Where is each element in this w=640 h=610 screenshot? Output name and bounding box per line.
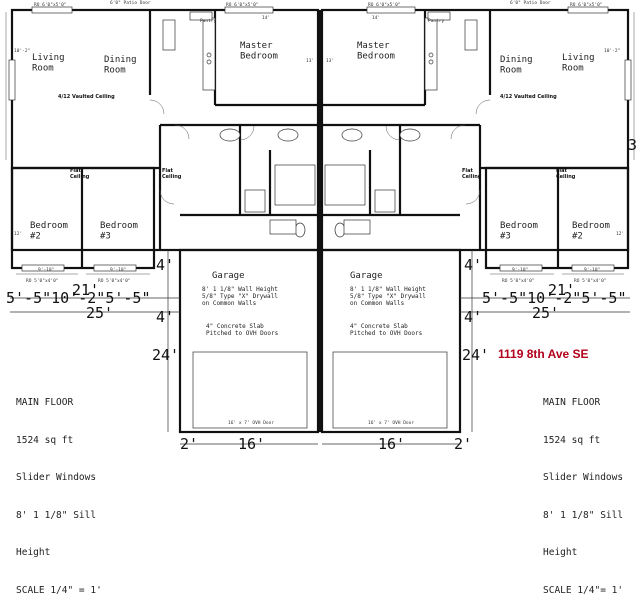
overall-width-left: 25': [86, 304, 113, 322]
door-swings: [149, 99, 491, 205]
bedroom-run-left: 5'-5"10'-2"5'-5": [6, 289, 151, 307]
garage-depth-right: 24': [462, 346, 489, 364]
title-block-left: MAIN FLOOR 1524 sq ft Slider Windows 8' …: [16, 372, 102, 610]
bed-width-2: 9'-10": [110, 267, 126, 273]
height-label-right: Height: [543, 547, 578, 558]
offset-4-right-top: 4': [464, 256, 482, 274]
patio-door-right: 6'0" Patio Door: [510, 0, 551, 6]
bedroom-3-label-right: Bedroom#3: [500, 221, 538, 241]
garage-doors: [192, 351, 448, 429]
garage-width-left: 16': [238, 435, 265, 450]
title-block-right: MAIN FLOOR 1524 sq ft Slider Windows 8' …: [543, 372, 623, 610]
window-type-right: Slider Windows: [543, 472, 624, 483]
dimension-lines: [5, 12, 635, 445]
floor-title-left: MAIN FLOOR: [16, 397, 74, 408]
sill-height-left: 8' 1 1/8" Sill: [16, 509, 97, 521]
offset-2-right: 2': [454, 435, 472, 450]
garage-depth-left: 24': [152, 346, 179, 364]
master-width-left: 14': [262, 15, 270, 21]
bath-fixtures-left: [219, 128, 316, 238]
living-depth-right: 10'-2": [604, 48, 620, 54]
offset-4-right-mid: 4': [464, 308, 482, 326]
window-callout-master-left: RO 6'0"x5'0": [226, 2, 259, 8]
pantry-label-left: Pantry: [200, 18, 217, 24]
sill-height-right: 8' 1 1/8" Sill: [543, 509, 624, 521]
bedroom-2-label-left: Bedroom#2: [30, 221, 68, 241]
bed-width-3: 9'-10": [512, 267, 528, 273]
bed-width-1: 9'-10": [38, 267, 54, 273]
ovh-door-label-left: 16' x 7' OVH Door: [228, 420, 274, 426]
ovh-door-label-right: 16' x 7' OVH Door: [368, 420, 414, 426]
master-width-right: 14': [372, 15, 380, 21]
bedroom-run-right: 5'-5"10'-2"5'-5": [482, 289, 627, 307]
living-depth-left: 10'-2": [14, 48, 30, 54]
width-3-right-edge: 3': [628, 136, 640, 154]
window-type-left: Slider Windows: [16, 472, 97, 483]
offset-4-left-top: 4': [156, 256, 174, 274]
bed-depth-left: 12': [14, 231, 22, 237]
master-depth-right: 13': [326, 58, 334, 64]
floor-area-left: 1524 sq ft: [16, 434, 74, 446]
bath-fixtures-right: [324, 128, 421, 238]
window-callout-living-right: RO 6'0"x5'0": [570, 2, 603, 8]
inner-width-left: 21': [72, 281, 99, 299]
floor-area-right: 1524 sq ft: [543, 434, 601, 446]
bed-depth-right: 12': [616, 231, 624, 237]
master-depth-left: 13': [306, 58, 314, 64]
offset-4-left-mid: 4': [156, 308, 174, 326]
window-callout-bed-3: RO 5'0"x4'0": [502, 278, 535, 284]
overall-width-right: 25': [532, 304, 559, 322]
kitchen-fixtures-left: [162, 11, 216, 91]
floor-title-right: MAIN FLOOR: [543, 397, 601, 408]
garage-label-left: Garage: [212, 271, 245, 281]
window-callout-bed-1: RO 5'0"x4'0": [26, 278, 59, 284]
garage-label-right: Garage: [350, 271, 383, 281]
garage-width-right: 16': [378, 435, 405, 450]
inner-width-right: 21': [548, 281, 575, 299]
height-label-left: Height: [16, 547, 51, 558]
scale-left: SCALE 1/4" = 1': [16, 584, 102, 596]
windows: [8, 6, 632, 272]
bed-width-4: 9'-10": [584, 267, 600, 273]
bedroom-3-label-left: Bedroom#3: [100, 221, 138, 241]
vaulted-ceiling-note-right: 4/12 Vaulted Ceiling: [500, 94, 557, 100]
vaulted-ceiling-note-left: 4/12 Vaulted Ceiling: [58, 94, 115, 100]
window-callout-bed-4: RO 5'0"x4'0": [574, 278, 607, 284]
window-callout-master-right: RO 6'0"x5'0": [368, 2, 401, 8]
patio-door-left: 6'0" Patio Door: [110, 0, 151, 6]
window-callout-bed-2: RO 5'0"x4'0": [98, 278, 131, 284]
window-callout-living-left: RO 6'0"x5'0": [34, 2, 67, 8]
pantry-label-right: Pantry: [428, 18, 445, 24]
offset-2-left: 2': [180, 435, 198, 450]
scale-right: SCALE 1/4"= 1': [543, 584, 624, 596]
kitchen-fixtures-right: [424, 11, 478, 91]
bedroom-2-label-right: Bedroom#2: [572, 221, 610, 241]
property-address: 1119 8th Ave SE: [498, 347, 589, 361]
